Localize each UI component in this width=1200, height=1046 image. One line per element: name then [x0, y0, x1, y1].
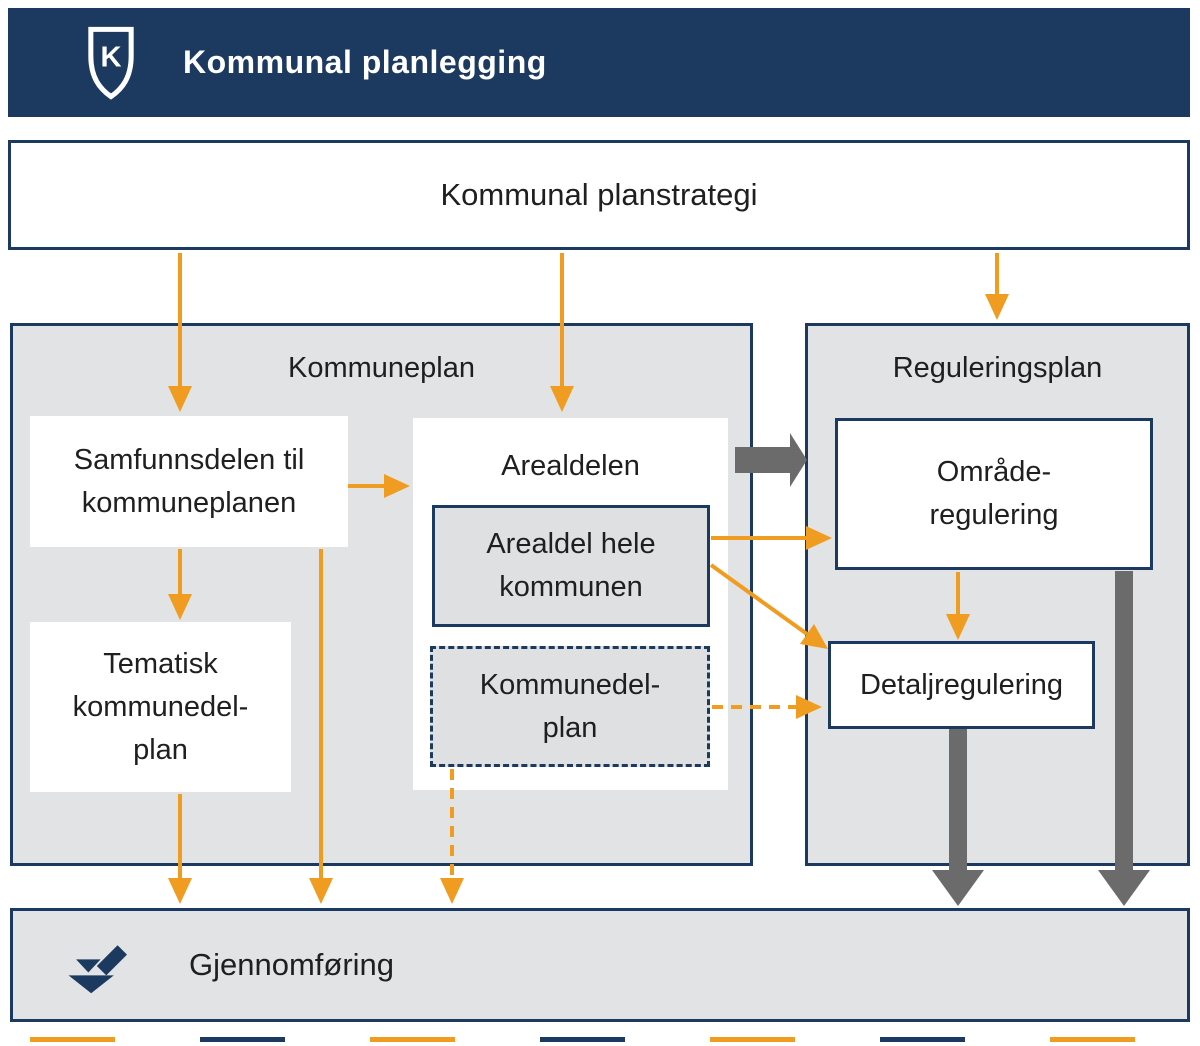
- section-reguleringsplan-title: Reguleringsplan: [892, 352, 1103, 384]
- box-tematisk-line1: Tematisk: [103, 647, 218, 680]
- bar-gjennomfoering-label: Gjennomføring: [189, 947, 395, 982]
- implementation-arrow-icon: [68, 945, 127, 994]
- box-detaljregulering-label: Detaljregulering: [859, 668, 1064, 701]
- box-detaljregulering: Detaljregulering: [828, 641, 1095, 729]
- box-arealdelen-title: Arealdelen: [501, 450, 640, 482]
- box-kommunedelplan: Kommunedel- plan: [430, 646, 710, 767]
- box-samfunnsdelen: Samfunnsdelen til kommuneplanen: [30, 416, 348, 547]
- box-tematisk-line3: plan: [133, 733, 188, 766]
- page-title: Kommunal planlegging: [183, 44, 547, 80]
- box-arealdel-hele-kommunen: Arealdel hele kommunen: [432, 505, 710, 627]
- box-kommunal-planstrategi-label: Kommunal planstrategi: [440, 177, 758, 212]
- box-omraaderegulering-line1: Område-: [936, 456, 1052, 488]
- svg-text:K: K: [100, 41, 121, 73]
- box-tematisk-kommunedelplan: Tematisk kommunedel- plan: [30, 622, 291, 792]
- box-kommunal-planstrategi: Kommunal planstrategi: [8, 140, 1190, 250]
- shield-k-icon: K: [88, 26, 134, 100]
- arrow-planstrategi-to-reguleringsplan: [985, 253, 1009, 320]
- box-kommunedelplan-line2: plan: [542, 711, 598, 744]
- bottom-dashed-line: [30, 1037, 1135, 1042]
- bar-gjennomfoering: Gjennomføring: [10, 908, 1190, 1022]
- section-reguleringsplan: Reguleringsplan: [805, 323, 1190, 866]
- box-kommunedelplan-line1: Kommunedel-: [479, 668, 661, 701]
- header-bar: K Kommunal planlegging: [8, 8, 1190, 117]
- box-samfunnsdelen-line1: Samfunnsdelen til: [73, 443, 305, 476]
- box-arealdel-hele-line2: kommunen: [499, 571, 643, 603]
- box-samfunnsdelen-line2: kommuneplanen: [81, 486, 297, 519]
- box-tematisk-line2: kommunedel-: [72, 690, 249, 723]
- box-omraaderegulering: Område- regulering: [835, 418, 1153, 570]
- box-omraaderegulering-line2: regulering: [929, 499, 1059, 531]
- section-kommuneplan-title: Kommuneplan: [288, 352, 475, 384]
- box-arealdel-hele-line1: Arealdel hele: [486, 528, 656, 560]
